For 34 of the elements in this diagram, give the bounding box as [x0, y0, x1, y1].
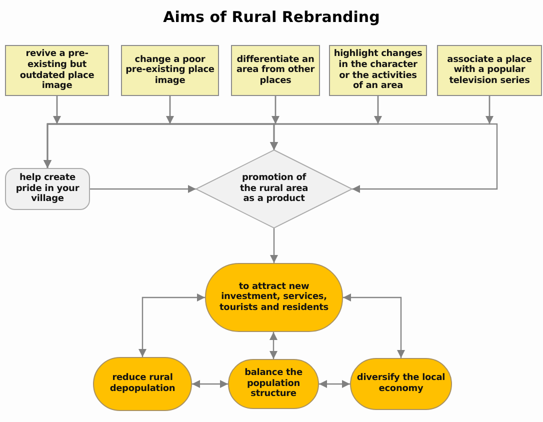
node-label: differentiate an area from other places: [235, 54, 316, 86]
goal-pill: [350, 358, 452, 410]
junction-arrowhead: [374, 116, 382, 124]
node-label: change a poor pre-existing place image: [125, 54, 215, 86]
node-label: to attract new investment, services, tourists and residents: [218, 282, 330, 314]
process-box: [5, 168, 90, 210]
arrow: [138, 294, 205, 357]
arrow: [270, 332, 278, 359]
junction-arrowhead: [53, 116, 61, 124]
node-label: highlight changes in the character or the activities of an area: [333, 49, 423, 92]
node-label: associate a place with a popular television series: [446, 54, 533, 86]
junction-arrowhead: [272, 116, 280, 124]
aim-box: [231, 45, 320, 96]
arrow: [90, 185, 196, 193]
node-label: diversify the local economy: [356, 373, 446, 395]
aim-box: [5, 45, 109, 96]
arrow: [352, 96, 498, 193]
node-label: reduce rural depopulation: [108, 373, 176, 395]
junction-arrowhead: [166, 116, 174, 124]
aim-box: [121, 45, 219, 96]
node-label: revive a pre-existing but outdated place image: [18, 49, 96, 92]
node-label: help create pride in your village: [14, 173, 80, 205]
aim-box: [437, 45, 542, 96]
arrow: [192, 380, 228, 388]
arrow: [270, 228, 278, 263]
arrow: [270, 96, 379, 150]
decision-diamond: [196, 150, 352, 228]
diagram-title: Aims of Rural Rebranding: [162, 8, 381, 26]
node-label: balance the population structure: [244, 368, 304, 400]
goal-pill: [93, 357, 192, 411]
arrow: [319, 380, 350, 388]
junction-arrowhead: [486, 116, 494, 124]
node-label: promotion of the rural area as a product: [238, 173, 310, 205]
goal-pill: [228, 359, 319, 409]
